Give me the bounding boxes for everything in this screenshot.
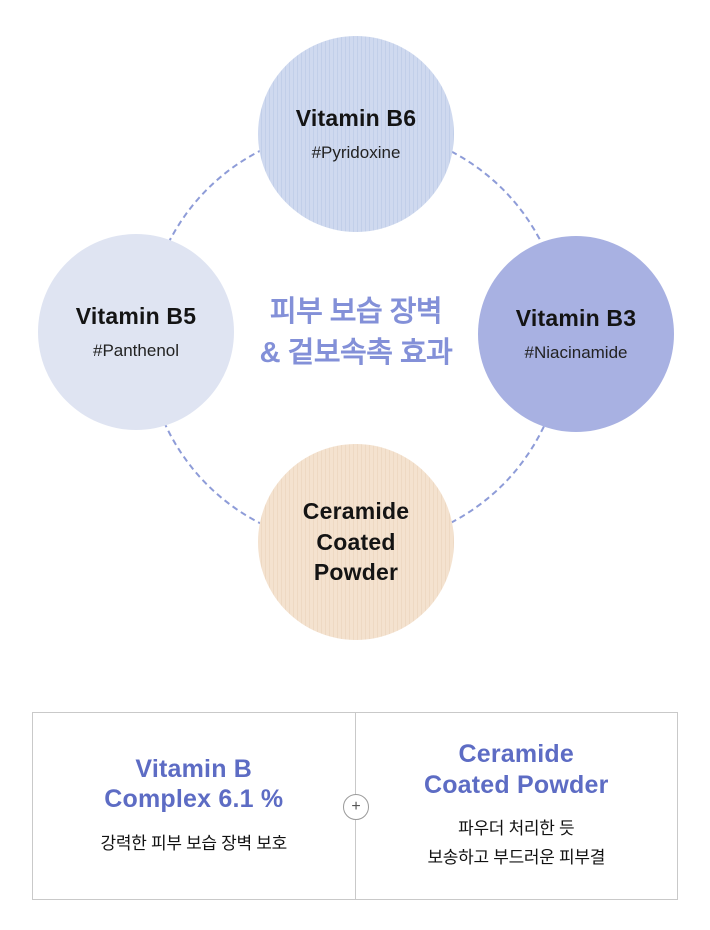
circle-vitamin-b3: Vitamin B3 #Niacinamide [478, 236, 674, 432]
ceramide-powder-description: 파우더 처리한 듯 보송하고 부드러운 피부결 [427, 815, 605, 873]
circle-vitamin-b5: Vitamin B5 #Panthenol [38, 234, 234, 430]
plus-icon: + [343, 794, 369, 820]
ceramide-title-line2: Coated [316, 528, 396, 555]
vitamin-b5-title: Vitamin B5 [75, 303, 197, 329]
center-caption: 피부 보습 장벽 & 겉보속촉 효과 [205, 292, 507, 374]
ceramide-powder-description-line1: 파우더 처리한 듯 [458, 819, 575, 839]
ceramide-powder-heading: Ceramide Coated Powder [424, 739, 609, 800]
center-caption-line1: 피부 보습 장벽 [269, 296, 443, 328]
vitamin-b6-title: Vitamin B6 [295, 105, 417, 131]
ceramide-powder-description-line2: 보송하고 부드러운 피부결 [427, 848, 606, 867]
vitamin-b6-subtitle: #Pyridoxine [311, 143, 401, 162]
ceramide-powder-heading-line2: Coated Powder [423, 770, 609, 799]
summary-box: Vitamin B Complex 6.1 % 강력한 피부 보습 장벽 보호 … [32, 712, 678, 900]
center-caption-line2: & 겉보속촉 효과 [259, 337, 453, 370]
ceramide-title-line1: Ceramide [302, 498, 410, 525]
ceramide-title-line3: Powder [313, 559, 399, 586]
vitamin-b-complex-description: 강력한 피부 보습 장벽 보호 [100, 833, 288, 853]
summary-right-column: Ceramide Coated Powder 파우더 처리한 듯 보송하고 부드… [356, 713, 678, 899]
summary-left-column: Vitamin B Complex 6.1 % 강력한 피부 보습 장벽 보호 [33, 713, 355, 899]
vitamin-b3-subtitle: #Niacinamide [524, 343, 628, 362]
vitamin-b-complex-heading-line2: Complex 6.1 % [104, 785, 284, 814]
circle-vitamin-b6: Vitamin B6 #Pyridoxine [258, 36, 454, 232]
circle-ceramide-coated-powder: Ceramide Coated Powder [258, 444, 454, 640]
vitamin-b-complex-heading-line1: Vitamin B [135, 754, 253, 783]
vitamin-b-complex-heading: Vitamin B Complex 6.1 % [104, 754, 283, 815]
ceramide-powder-heading-line1: Ceramide [458, 740, 575, 769]
vitamin-b3-title: Vitamin B3 [515, 305, 637, 331]
vitamin-b5-subtitle: #Panthenol [92, 341, 180, 360]
